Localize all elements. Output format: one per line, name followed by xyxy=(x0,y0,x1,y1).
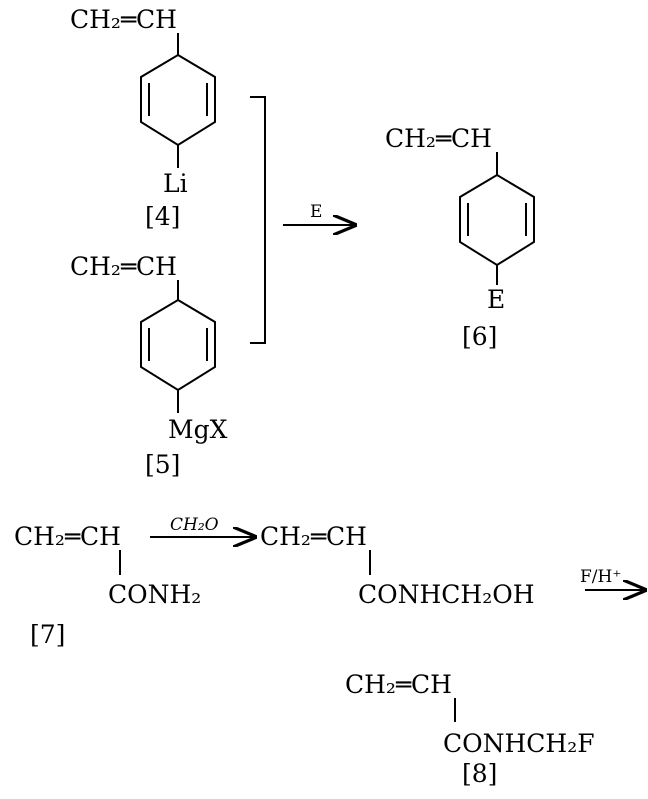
compound-label: [8] xyxy=(462,759,497,788)
vinyl-group: CH₂═CH xyxy=(14,522,121,551)
vinyl-group: CH₂═CH xyxy=(385,124,492,153)
benzene-ring xyxy=(140,298,216,392)
vinyl-group: CH₂═CH xyxy=(70,252,177,281)
substituent: Li xyxy=(163,169,188,198)
reagent-label: E xyxy=(310,202,322,222)
bracket xyxy=(250,96,266,344)
substituent: CONHCH₂OH xyxy=(358,580,535,609)
reaction-arrow-1: E xyxy=(283,202,355,225)
compound-label: [7] xyxy=(30,620,65,649)
benzene-ring xyxy=(140,53,216,147)
substituent: CONH₂ xyxy=(108,580,201,609)
substituent: MgX xyxy=(168,415,228,444)
compound-6: CH₂═CH E [6] xyxy=(385,124,535,351)
compound-5: CH₂═CH MgX [5] xyxy=(70,252,228,479)
substituent: CONHCH₂F xyxy=(443,729,595,758)
compound-7: CH₂═CH CONH₂ [7] xyxy=(14,522,201,649)
reaction-arrow-2: CH₂O xyxy=(150,515,255,537)
compound-label: [5] xyxy=(145,450,180,479)
reaction-arrow-3: F/H⁺ xyxy=(580,567,645,590)
compound-label: [6] xyxy=(462,322,497,351)
reagent-label: F/H⁺ xyxy=(580,567,621,587)
compound-label: [4] xyxy=(145,202,180,231)
intermediate: CH₂═CH CONHCH₂OH xyxy=(260,522,535,609)
vinyl-group: CH₂═CH xyxy=(260,522,367,551)
vinyl-group: CH₂═CH xyxy=(345,670,452,699)
benzene-ring xyxy=(459,173,535,267)
reagent-label: CH₂O xyxy=(170,515,219,535)
vinyl-group: CH₂═CH xyxy=(70,5,177,34)
substituent: E xyxy=(487,285,505,314)
compound-8: CH₂═CH CONHCH₂F [8] xyxy=(345,670,595,788)
compound-4: CH₂═CH Li [4] xyxy=(70,5,216,231)
